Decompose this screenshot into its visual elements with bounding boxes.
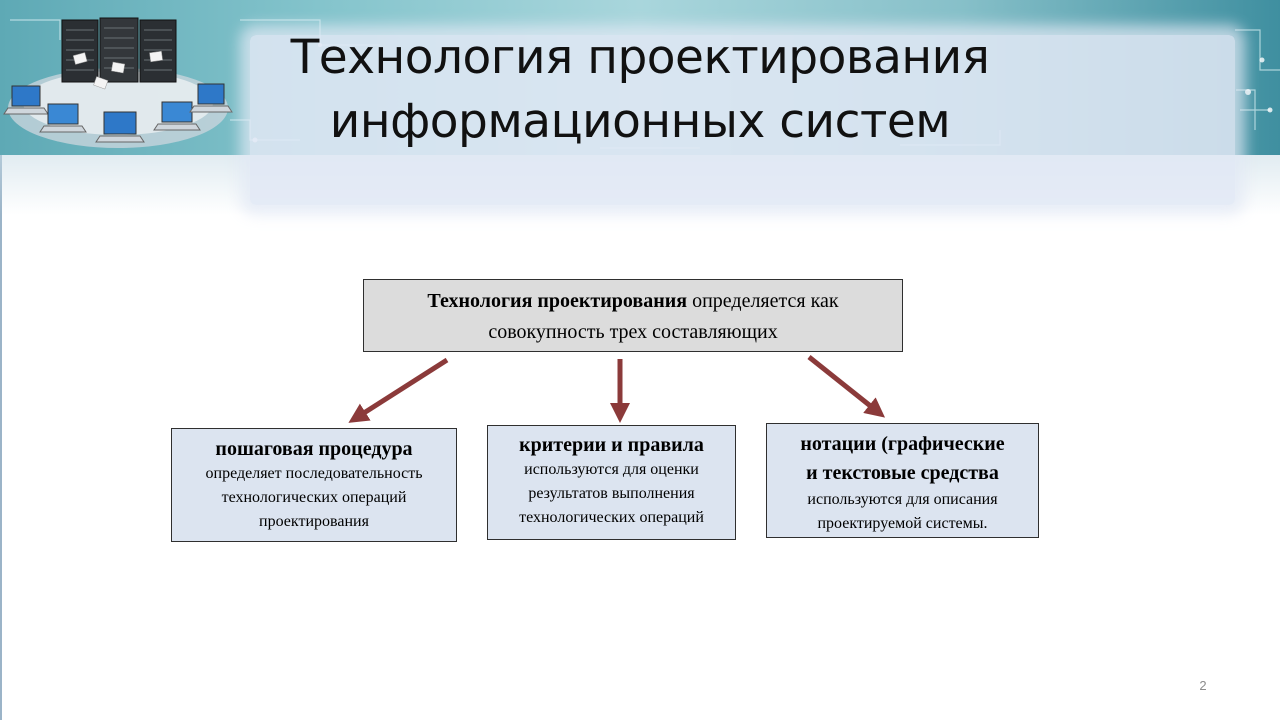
component-desc-line: технологических операций — [519, 509, 704, 526]
page-number: 2 — [1199, 678, 1207, 693]
title-line-2: информационных систем — [329, 94, 951, 149]
title-panel — [250, 35, 1235, 205]
component-title: критерии и правила — [519, 434, 704, 456]
component-box-criteria: критерии и правила используются для оцен… — [487, 425, 736, 540]
component-desc-line: определяет последовательность — [205, 465, 423, 482]
component-title-line-1: нотации (графические — [800, 433, 1005, 455]
main-definition-line-2: совокупность трех составляющих — [488, 321, 778, 343]
slide-title: Технология проектирования информационных… — [250, 26, 1030, 154]
arrow-to-notations — [807, 355, 886, 418]
component-title: пошаговая процедура — [215, 438, 413, 460]
component-box-procedure: пошаговая процедура определяет последова… — [171, 428, 457, 542]
component-desc-line: технологических операций — [221, 489, 407, 506]
arrow-to-procedure — [348, 357, 449, 423]
slide-border — [0, 0, 2, 720]
main-definition-box: Технология проектирования определяется к… — [363, 279, 903, 352]
component-desc-line: проектирования — [259, 513, 369, 530]
main-definition-line-1: Технология проектирования определяется к… — [364, 286, 902, 317]
component-box-notations: нотации (графические и текстовые средств… — [766, 423, 1039, 538]
main-definition-rest: определяется как — [687, 290, 839, 312]
component-title-line-2: и текстовые средства — [806, 462, 999, 484]
server-network-illustration-icon — [3, 17, 233, 148]
component-desc-line: используются для оценки — [524, 461, 699, 478]
title-line-1: Технология проектирования — [290, 30, 990, 85]
main-definition-bold: Технология проектирования — [427, 290, 688, 312]
component-desc-line: проектируемой системы. — [817, 515, 988, 532]
component-desc-line: результатов выполнения — [528, 485, 695, 502]
component-desc-line: используются для описания — [807, 491, 998, 508]
